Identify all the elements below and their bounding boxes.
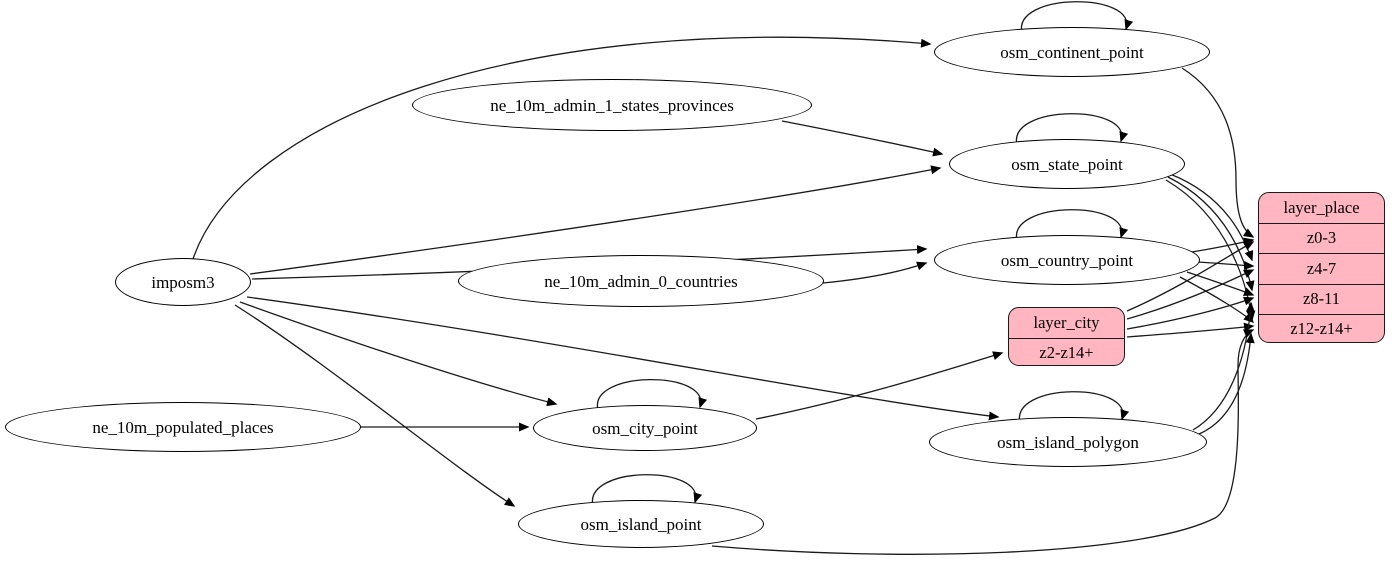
record-layer-city-title: layer_city: [1033, 312, 1100, 332]
self-loop-osm-city-point: [597, 379, 708, 411]
edge-layer-city-z0-3: [1126, 241, 1255, 312]
edge-ne0-country: [822, 261, 928, 284]
node-imposm3: imposm3: [115, 258, 251, 306]
edge-imposm3-island-polygon: [246, 296, 1000, 421]
edge-country-z8-11: [1186, 271, 1255, 296]
self-loop-osm-island-polygon: [1019, 391, 1130, 424]
edge-island-polygon-z8-11: [1192, 301, 1255, 431]
edge-country-z0-3: [1191, 237, 1255, 253]
node-ne-10m-populated-places: ne_10m_populated_places: [5, 402, 361, 452]
node-osm-state-point: osm_state_point: [949, 139, 1185, 189]
edge-state-z4-7: [1169, 173, 1254, 262]
edge-imposm3-city: [239, 301, 558, 407]
self-loop-osm-island-point: [592, 474, 703, 507]
edge-state-z8-11: [1167, 176, 1255, 292]
record-row-z2-z14: z2-z14+: [1009, 338, 1124, 365]
node-osm-island-point: osm_island_point: [518, 500, 764, 548]
edge-layer-city-z4-7: [1126, 269, 1255, 320]
self-loop-osm-state-point: [1016, 113, 1129, 146]
edge-continent-z0-3: [1181, 67, 1255, 238]
edge-city-layer-city: [755, 351, 1004, 420]
record-layer-place: layer_place z0-3 z4-7 z8-11 z12-z14+: [1258, 192, 1385, 343]
node-ne-10m-admin-1-states-provinces: ne_10m_admin_1_states_provinces: [412, 79, 812, 131]
edge-imposm3-island-point: [234, 304, 516, 507]
edge-layer-city-z12: [1126, 322, 1255, 338]
record-layer-place-title: layer_place: [1283, 197, 1360, 217]
edge-country-z4-7: [1196, 260, 1255, 270]
node-osm-city-point: osm_city_point: [533, 405, 757, 451]
node-osm-continent-point: osm_continent_point: [934, 27, 1210, 77]
edge-ne1-state: [781, 120, 944, 157]
record-row-z0-3: z0-3: [1259, 223, 1384, 253]
self-loop-osm-country-point: [1016, 209, 1129, 242]
edge-island-point-z12: [711, 329, 1255, 555]
self-loop-osm-continent-point: [1021, 1, 1134, 34]
node-osm-island-polygon: osm_island_polygon: [929, 417, 1207, 467]
edge-imposm3-continent: [192, 36, 932, 260]
node-osm-country-point: osm_country_point: [934, 235, 1200, 285]
edge-layer-city-z8-11: [1126, 296, 1255, 330]
node-ne-10m-admin-0-countries: ne_10m_admin_0_countries: [458, 255, 824, 307]
record-layer-city: layer_city z2-z14+: [1008, 307, 1125, 366]
record-row-z12-z14: z12-z14+: [1259, 314, 1384, 342]
record-row-z8-11: z8-11: [1259, 284, 1384, 314]
edge-imposm3-state: [249, 165, 942, 275]
record-row-z4-7: z4-7: [1259, 253, 1384, 284]
